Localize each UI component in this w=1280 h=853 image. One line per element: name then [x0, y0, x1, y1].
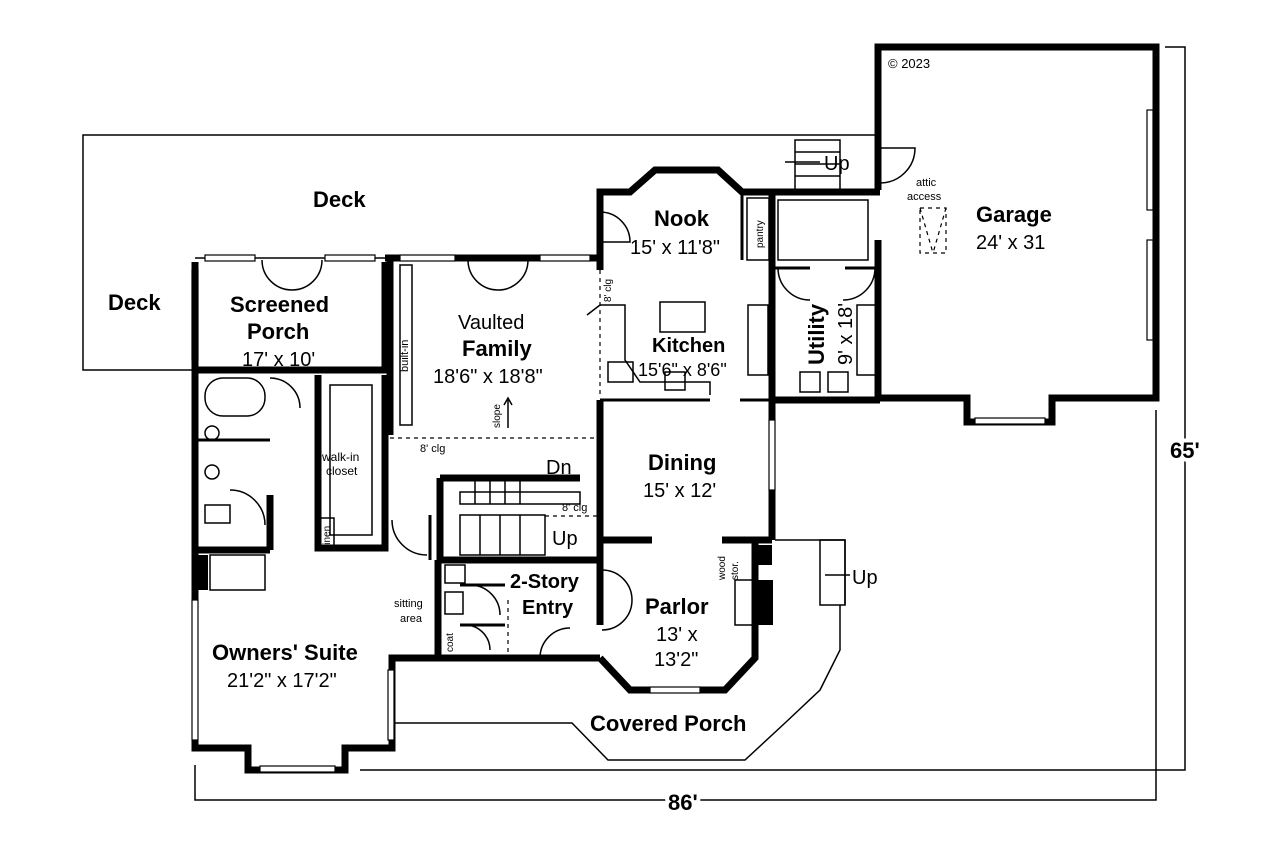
kitchen-size: 15'6" x 8'6"	[638, 360, 727, 380]
nook-name: Nook	[654, 206, 710, 231]
parlor-name: Parlor	[645, 594, 709, 619]
width-dimension: 86'	[668, 790, 698, 815]
wood-storage-label-2: stor.	[730, 561, 741, 580]
stair-up-label: Up	[552, 528, 578, 550]
utility-size: 9' x 18'	[835, 303, 857, 365]
depth-dimension: 65'	[1170, 438, 1200, 463]
copyright-label: © 2023	[888, 56, 930, 71]
parlor-size-2: 13'2"	[654, 649, 698, 671]
family-porch-walls	[191, 254, 604, 439]
stair-ceiling-label: 8' clg	[562, 502, 587, 514]
walk-in-closet-label-1: walk-in	[321, 450, 359, 464]
parlor-size-1: 13' x	[656, 624, 698, 646]
screened-porch-name-2: Porch	[247, 319, 309, 344]
deck-outline	[82, 134, 878, 371]
garage-size: 24' x 31	[976, 232, 1045, 254]
utility-name: Utility	[804, 303, 829, 365]
stair-dn-label: Dn	[546, 457, 572, 479]
nook-ceiling-label: 8' clg	[603, 279, 614, 302]
linen-label: linen	[322, 526, 333, 547]
covered-porch-label: Covered Porch	[590, 711, 747, 736]
dining-size: 15' x 12'	[643, 480, 716, 502]
pantry-label: pantry	[755, 220, 766, 248]
family-prefix: Vaulted	[458, 312, 524, 334]
family-size: 18'6" x 18'8"	[433, 366, 543, 388]
coat-label: coat	[445, 633, 456, 652]
stair-treads	[474, 478, 521, 555]
owners-suite-name: Owners' Suite	[212, 640, 358, 665]
sitting-area-label-2: area	[400, 613, 423, 625]
attic-access-label-1: attic	[916, 177, 937, 189]
deck-left-label: Deck	[108, 290, 161, 315]
covered-porch-outline	[395, 539, 850, 761]
dining-name: Dining	[648, 450, 716, 475]
wood-storage-label-1: wood	[717, 556, 728, 581]
attic-access-label-2: access	[907, 191, 942, 203]
screened-porch-size: 17' x 10'	[242, 349, 315, 371]
labels: © 2023 Deck Deck Screened Porch 17' x 10…	[108, 56, 1204, 819]
deck-stair-up-label: Up	[824, 153, 850, 175]
entry-name-2: Entry	[522, 597, 574, 619]
owners-suite-size: 21'2" x 17'2"	[227, 670, 337, 692]
slope-label: slope	[492, 404, 503, 428]
built-in-label: built-in	[399, 340, 411, 372]
sitting-area-label-1: sitting	[394, 598, 423, 610]
kitchen-name: Kitchen	[652, 335, 725, 357]
entry-name-1: 2-Story	[510, 571, 580, 593]
porch-stair-up-label: Up	[852, 567, 878, 589]
screened-porch-name-1: Screened	[230, 292, 329, 317]
stair-entry-walls	[434, 400, 633, 659]
nook-kitchen-walls	[586, 166, 772, 402]
owners-suite-walls	[191, 262, 600, 774]
dimension-lines	[194, 46, 1186, 801]
deck-top-label: Deck	[313, 187, 366, 212]
dining-parlor-walls	[597, 400, 776, 694]
family-name: Family	[462, 336, 532, 361]
nook-size: 15' x 11'8"	[630, 237, 720, 259]
garage-name: Garage	[976, 202, 1052, 227]
walk-in-closet-label-2: closet	[326, 464, 358, 478]
garage-walls	[874, 43, 1160, 426]
family-ceiling-label: 8' clg	[420, 443, 445, 455]
